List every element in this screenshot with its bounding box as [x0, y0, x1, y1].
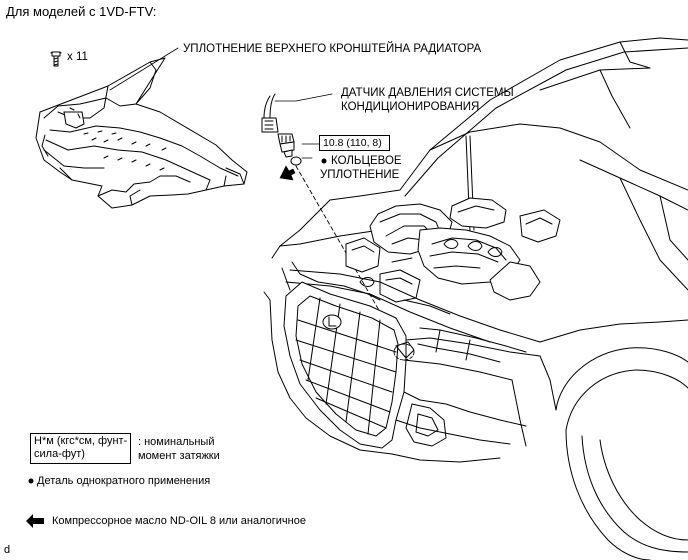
radiator-seal-label: УПЛОТНЕНИЕ ВЕРХНЕГО КРОНШТЕЙНА РАДИАТОРА [183, 43, 482, 55]
bolt-count-label: x 11 [67, 51, 88, 63]
sensor-label-line1: ДАТЧИК ДАВЛЕНИЯ СИСТЕМЫ [341, 87, 514, 99]
figure-code: d [4, 544, 11, 556]
oring-label-line2: УПЛОТНЕНИЕ [320, 169, 400, 181]
oil-label: Компрессорное масло ND-OIL 8 или аналоги… [52, 515, 306, 527]
torque-desc-line1: : номинальный [138, 436, 215, 448]
oring-bullet-icon [321, 158, 327, 164]
oring-label-line1: КОЛЬЦЕВОЕ [331, 155, 402, 167]
torque-value-box: 10.8 (110, 8) [319, 135, 390, 151]
oil-arrow-icon [279, 165, 296, 181]
single-use-label: Деталь однократного применения [37, 475, 211, 487]
torque-units-line1: Н*м (кгс*см, фунт- [34, 435, 128, 447]
leader-lines [109, 47, 333, 159]
vehicle-front-drawing [263, 37, 688, 560]
pressure-sensor-drawing [261, 93, 295, 158]
torque-units-line2: сила-фут) [34, 448, 85, 460]
bolt-icon [50, 51, 62, 67]
radiator-seal-drawing [35, 57, 248, 209]
page-title: Для моделей с 1VD-FTV: [6, 4, 157, 19]
o-ring-icon [290, 156, 302, 166]
torque-units-box: Н*м (кгс*см, фунт- сила-фут) [30, 433, 131, 464]
single-use-bullet-icon [28, 478, 34, 484]
legend-oil-arrow-icon [26, 514, 44, 528]
sensor-label-line2: КОНДИЦИОНИРОВАНИЯ [341, 101, 480, 113]
torque-desc-line2: момент затяжки [138, 450, 220, 462]
